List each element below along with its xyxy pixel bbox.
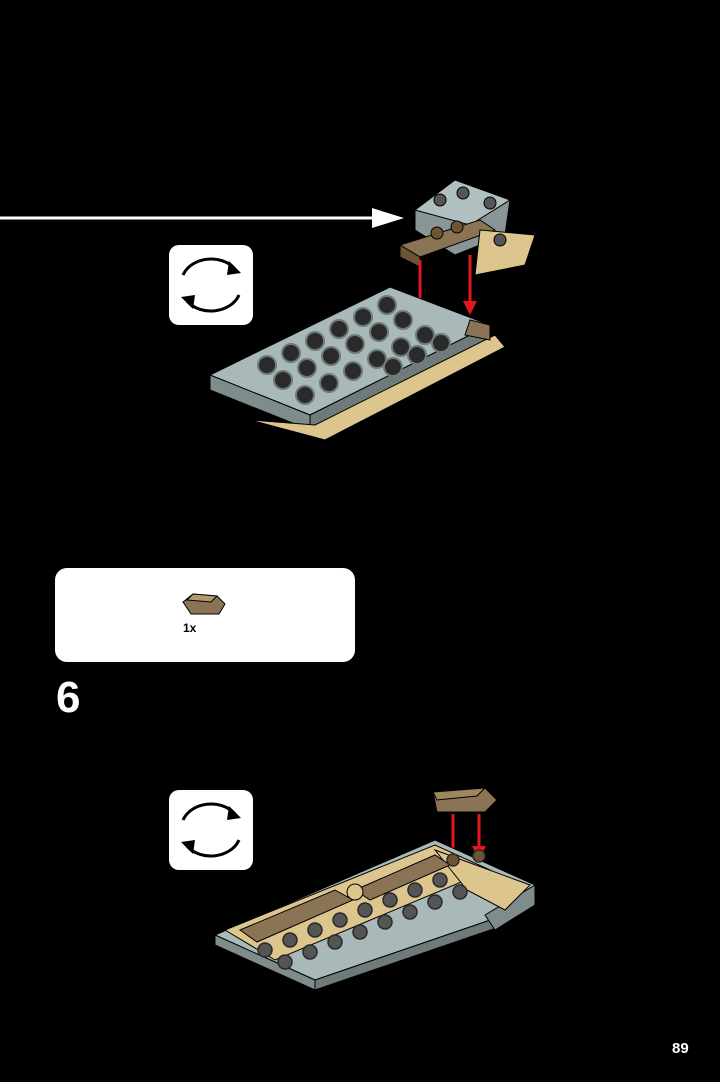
tan-curved-slope-brick xyxy=(432,787,498,813)
rotate-model-icon xyxy=(169,790,253,870)
gray-base-assembly xyxy=(213,839,536,990)
part-quantity: 1x xyxy=(183,621,197,635)
page-number: 89 xyxy=(672,1040,689,1057)
model-substep-illustration xyxy=(208,179,536,441)
model-step-illustration xyxy=(213,787,536,990)
tan-curved-slope-brick-icon xyxy=(182,593,226,615)
parts-list-panel: 1x xyxy=(55,568,355,662)
white-callout-arrow-icon xyxy=(0,208,404,228)
rotate-model-icon xyxy=(169,245,253,325)
step-number: 6 xyxy=(56,673,81,722)
subassembly xyxy=(398,179,536,276)
gray-plate xyxy=(208,286,506,441)
